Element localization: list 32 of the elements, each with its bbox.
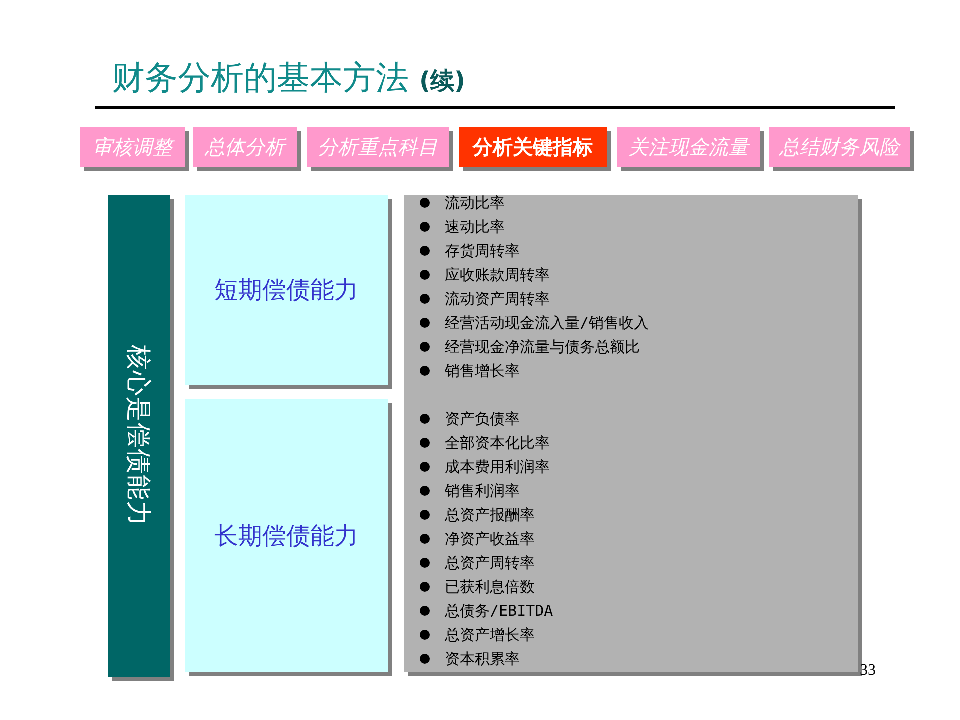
page-number: 33 — [860, 662, 876, 680]
list-item: 成本费用利润率 — [419, 457, 550, 477]
list-panel — [404, 195, 858, 672]
list-item: 流动比率 — [419, 193, 505, 213]
list-item: 销售增长率 — [419, 361, 520, 381]
list-item: 总债务/EBITDA — [419, 601, 554, 621]
list-item: 流动资产周转率 — [419, 289, 550, 309]
list-item: 应收账款周转率 — [419, 265, 550, 285]
list-item: 已获利息倍数 — [419, 577, 535, 597]
tab-button: 审核调整 — [80, 127, 185, 167]
tab-button: 总结财务风险 — [769, 127, 910, 167]
slide-title: 财务分析的基本方法 (续) — [112, 57, 466, 99]
category-box: 短期偿债能力 — [185, 195, 388, 385]
tab-button: 关注现金流量 — [617, 127, 760, 167]
list-item: 净资产收益率 — [419, 529, 535, 549]
list-item: 总资产报酬率 — [419, 505, 535, 525]
list-item: 总资产周转率 — [419, 553, 535, 573]
tab-button: 总体分析 — [193, 127, 297, 167]
category-box: 长期偿债能力 — [185, 399, 388, 672]
list-item: 销售利润率 — [419, 481, 520, 501]
list-item: 全部资本化比率 — [419, 433, 550, 453]
list-item: 速动比率 — [419, 217, 505, 237]
tab-button: 分析关键指标 — [459, 127, 607, 167]
banner-text: 核心是偿债能力 — [124, 345, 154, 527]
list-item: 资产负债率 — [419, 409, 520, 429]
tab-button: 分析重点科目 — [307, 127, 449, 167]
side-banner — [108, 195, 170, 677]
list-item: 存货周转率 — [419, 241, 520, 261]
list-item: 经营现金净流量与债务总额比 — [419, 337, 640, 357]
list-item: 总资产增长率 — [419, 625, 535, 645]
list-item: 经营活动现金流入量/销售收入 — [419, 313, 650, 333]
list-item: 资本积累率 — [419, 649, 520, 669]
